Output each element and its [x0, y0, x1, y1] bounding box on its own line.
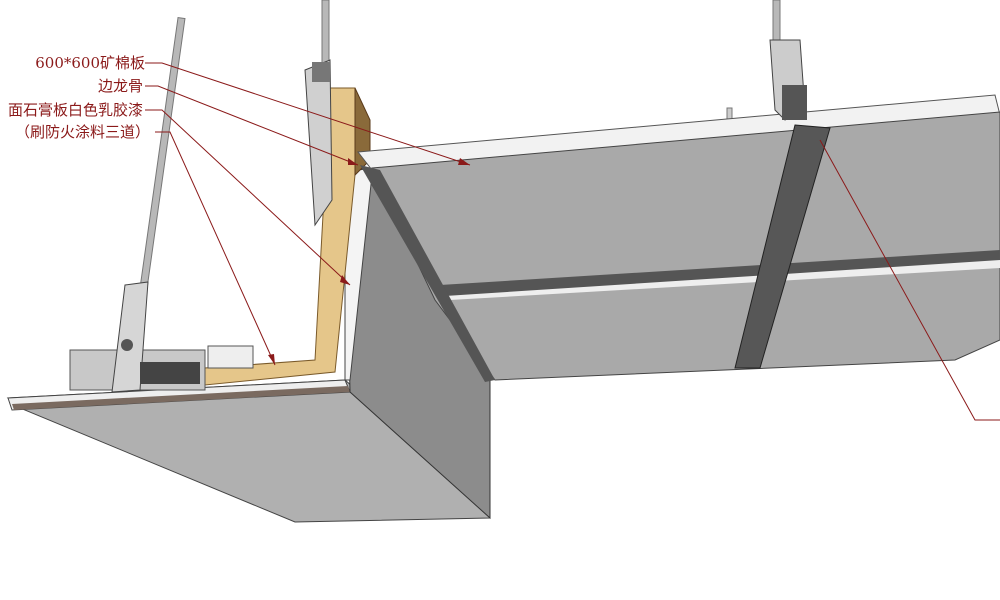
label-fireproof: （刷防火涂料三道） [15, 123, 150, 141]
mineral-board-ceiling [357, 94, 1000, 382]
label-mineral-board: 600*600矿棉板 [35, 54, 145, 72]
left-hanger-hardware [69, 59, 333, 393]
leader-lines [145, 62, 1000, 421]
label-gypsum-paint: 面石膏板白色乳胶漆 [8, 101, 143, 119]
label-edge-keel: 边龙骨 [98, 77, 143, 95]
main-t-bar [734, 39, 831, 369]
gypsum-soffit [6, 164, 491, 523]
leader-arrowheads [268, 158, 470, 365]
